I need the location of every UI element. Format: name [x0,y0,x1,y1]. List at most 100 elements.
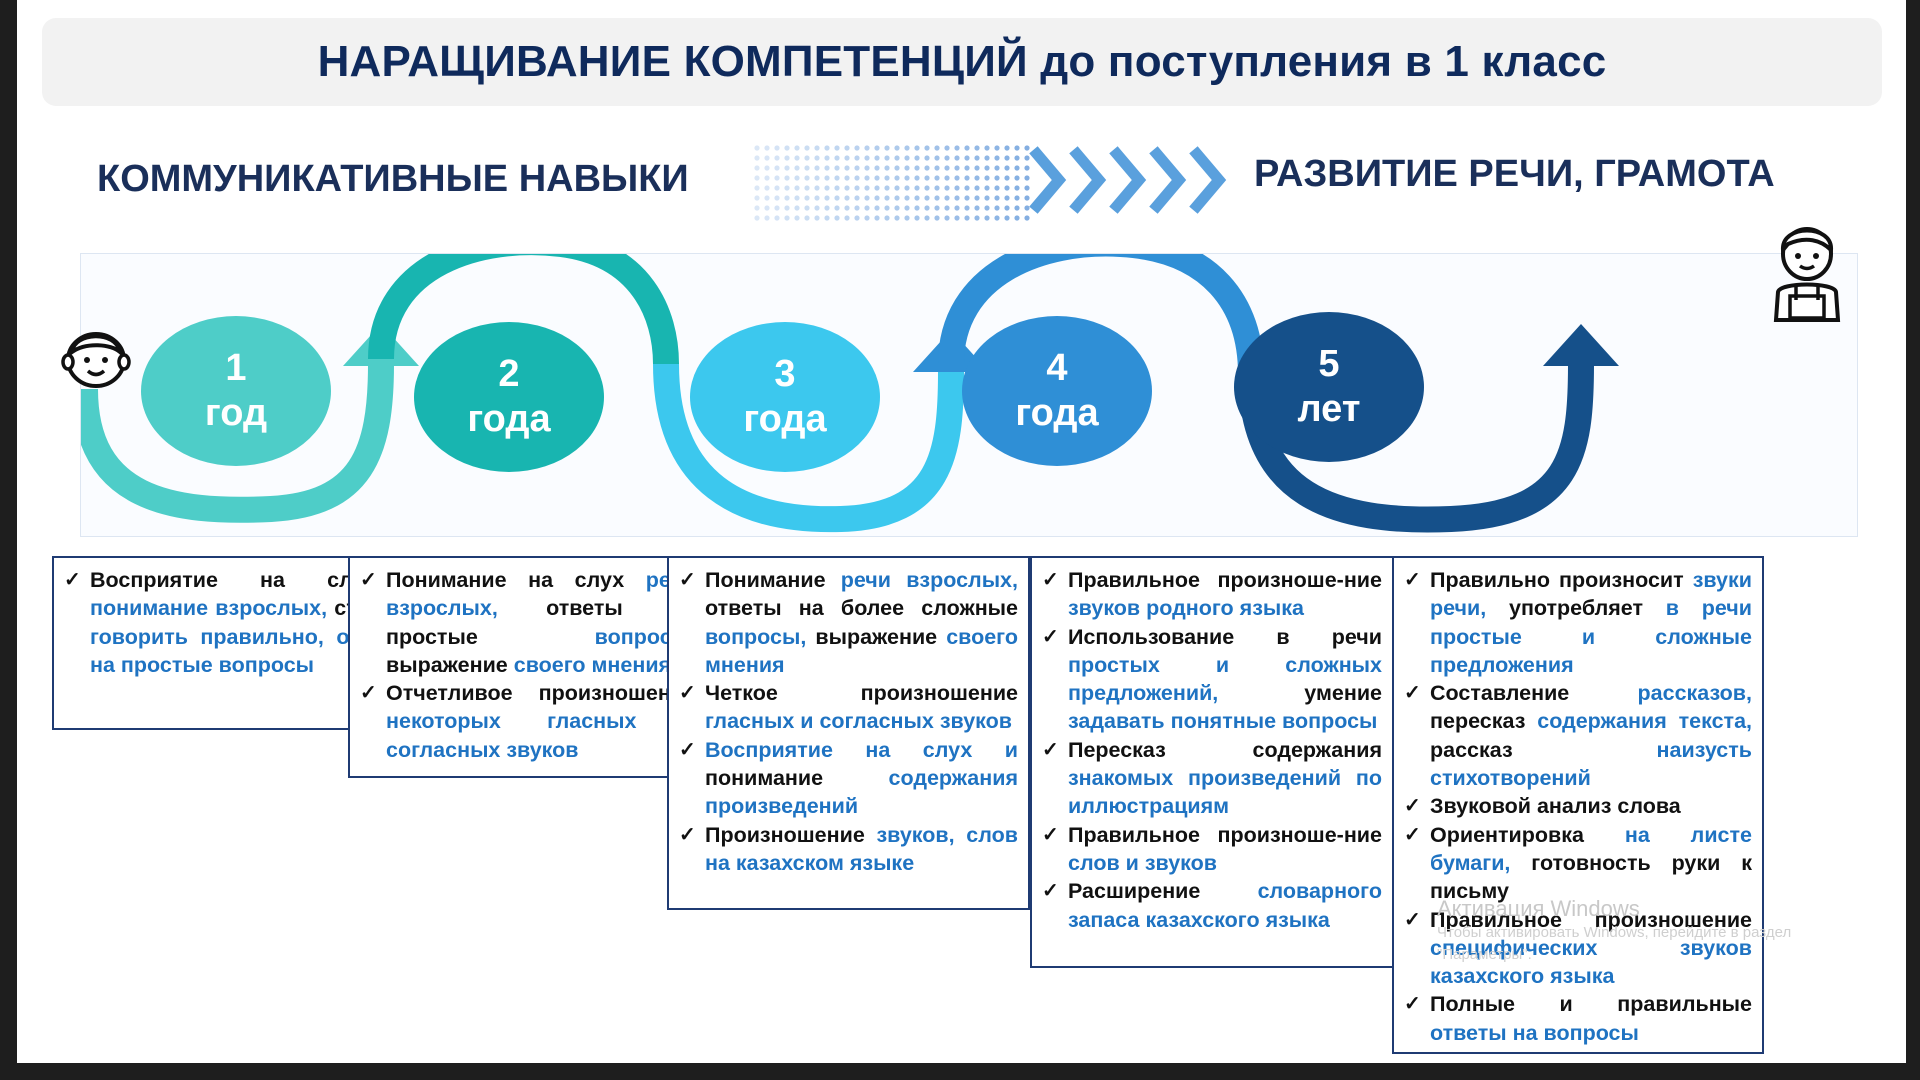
highlighted-text: в речи простые и сложные предложения [1430,596,1752,677]
item-text: Правильно произносит [1430,568,1693,592]
competency-item: ✓Пересказ содержания знакомых произведен… [1042,736,1382,821]
highlighted-text: согласных звуков [386,737,579,762]
competency-item: ✓Понимание на слух речь взрослых, ответы… [360,566,696,679]
checkmark-icon: ✓ [1404,908,1421,931]
competency-card-2: ✓Понимание на слух речь взрослых, ответы… [348,556,708,778]
item-text: Пересказ содержания [1068,737,1382,762]
item-text: Восприятие на слух [90,568,419,592]
age-unit: года [1015,392,1099,434]
highlighted-text: и понимание взрослых, [90,568,432,621]
competency-item: ✓ Звуковой анализ слова [1404,792,1752,820]
age-number: 5 [1318,343,1340,385]
checkmark-icon: ✓ [1042,880,1059,903]
item-text: Расширение [1068,879,1258,904]
item-text: выражение [806,624,947,649]
age-number: 4 [1046,347,1068,389]
item-text: Правильное произноше-ние [1068,822,1382,847]
competency-item: ✓Составление рассказов, пересказ содержа… [1404,679,1752,792]
item-text: Полные и правильные [1430,992,1752,1017]
item-text: Ориентировка [1430,822,1625,847]
highlighted-text: специфических звуков казахского языка [1430,935,1752,989]
watermark-title: Активация Windows [1437,896,1640,921]
item-text: Понимание [705,568,841,592]
highlighted-text: ответы на вопросы [1430,1020,1639,1045]
competency-item: ✓ Расширение словарного запаса казахского… [1042,877,1382,934]
competency-item: ✓Использование в речи простых и сложных … [1042,623,1382,736]
baby-face-icon [61,332,131,388]
watermark-text-2: "Параметры". [1437,946,1532,963]
highlighted-text: рассказов, [1637,681,1752,706]
competency-item: ✓Правильное произноше-ние слов и звуков [1042,821,1382,878]
age-unit: год [204,392,268,434]
highlighted-text: вопросы, [705,624,807,649]
subtitle-speech-development: РАЗВИТИЕ РЕЧИ, ГРАМОТА [1254,153,1775,195]
item-text: готовность руки к письму [1430,850,1752,904]
subtitle-communication-skills: КОММУНИКАТИВНЫЕ НАВЫКИ [97,158,689,200]
competency-item: ✓Правильное произношение специфических з… [1404,906,1752,991]
highlighted-text: звуков, слов на казахском языке [705,822,1018,875]
age-number: 2 [498,353,520,395]
highlighted-text: на листе бумаги, [1430,822,1752,875]
slide: НАРАЩИВАНИЕ КОМПЕТЕНЦИЙ до поступления в… [17,0,1906,1063]
dot-pattern [754,145,1030,221]
age-unit: года [743,398,827,440]
highlighted-text: простых и сложных предложений, [1068,652,1382,706]
competency-item: ✓Правильное произноше-ние звуков родного… [1042,566,1382,623]
competency-item: ✓ Четкое произношение гласных и согласных… [679,679,1018,736]
competency-list: ✓Правильное произноше-ние звуков родного… [1042,566,1382,934]
checkmark-icon: ✓ [1404,823,1421,846]
competency-card-5: ✓Правильно произносит звуки речи, употре… [1392,556,1764,1054]
competency-card-4: ✓Правильное произноше-ние звуков родного… [1030,556,1394,968]
windows-activation-watermark: Активация Windows Чтобы активировать Win… [1437,896,1791,966]
highlighted-text: содержания произведений [705,766,1018,819]
competency-card-3: ✓ Понимание речи взрослых, ответы на боле… [667,556,1030,910]
competency-item: ✓Отчетливое произношение некоторых гласн… [360,679,696,764]
highlighted-text: своего мнения [513,652,672,677]
highlighted-text: знакомых произведений по иллюстрациям [1068,766,1382,819]
checkmark-icon: ✓ [1042,569,1059,591]
competency-list: ✓Правильно произносит звуки речи, употре… [1404,566,1752,1047]
watermark-text: Чтобы активировать Windows, перейдите в … [1437,924,1792,941]
competency-item: ✓ Полные и правильные ответы на вопросы [1404,990,1752,1047]
highlighted-text: задавать понятные вопросы [1068,709,1378,734]
item-text: Четкое произношение [705,681,1018,706]
checkmark-icon: ✓ [679,569,696,591]
checkmark-icon: ✓ [679,682,696,705]
competency-item: ✓Правильно произносит звуки речи, употре… [1404,566,1752,679]
flow-arrows [81,254,1619,533]
checkmark-icon: ✓ [1042,625,1059,648]
highlighted-text: Восприятие на слух и [705,737,1018,762]
page-title: НАРАЩИВАНИЕ КОМПЕТЕНЦИЙ до поступления в… [317,37,1607,86]
highlighted-text: речи взрослых, [840,568,1018,592]
checkmark-icon: ✓ [1404,569,1421,591]
item-text: Звуковой анализ слова [1430,794,1681,819]
checkmark-icon: ✓ [1404,795,1421,818]
highlighted-text: гласных и согласных звуков [705,709,1012,734]
schoolchild-icon [1773,227,1841,322]
competency-item: ✓ Ориентировка на листе бумаги, готовност… [1404,821,1752,906]
checkmark-icon: ✓ [64,569,81,591]
item-text: умение [1218,681,1382,706]
item-text: рассказ [1430,737,1657,762]
highlighted-text: словарного запаса казахского языка [1068,879,1382,932]
item-text: ответы на более сложные [705,596,1018,621]
highlighted-text: наизусть стихотворений [1430,737,1752,791]
checkmark-icon: ✓ [360,569,377,591]
competency-list: ✓ Понимание речи взрослых, ответы на боле… [679,566,1018,877]
item-text: пересказ [1430,709,1538,734]
item-text: Составление [1430,681,1638,706]
item-text: Правильное произноше-ние [1068,568,1382,592]
age-number: 3 [774,353,796,395]
item-text: выражение [386,652,514,677]
highlighted-text: некоторых гласных и [386,709,696,734]
checkmark-icon: ✓ [1404,993,1421,1016]
highlighted-text: звуки речи, [1430,568,1752,621]
age-unit: лет [1297,388,1361,430]
competency-list: ✓Понимание на слух речь взрослых, ответы… [360,566,696,764]
